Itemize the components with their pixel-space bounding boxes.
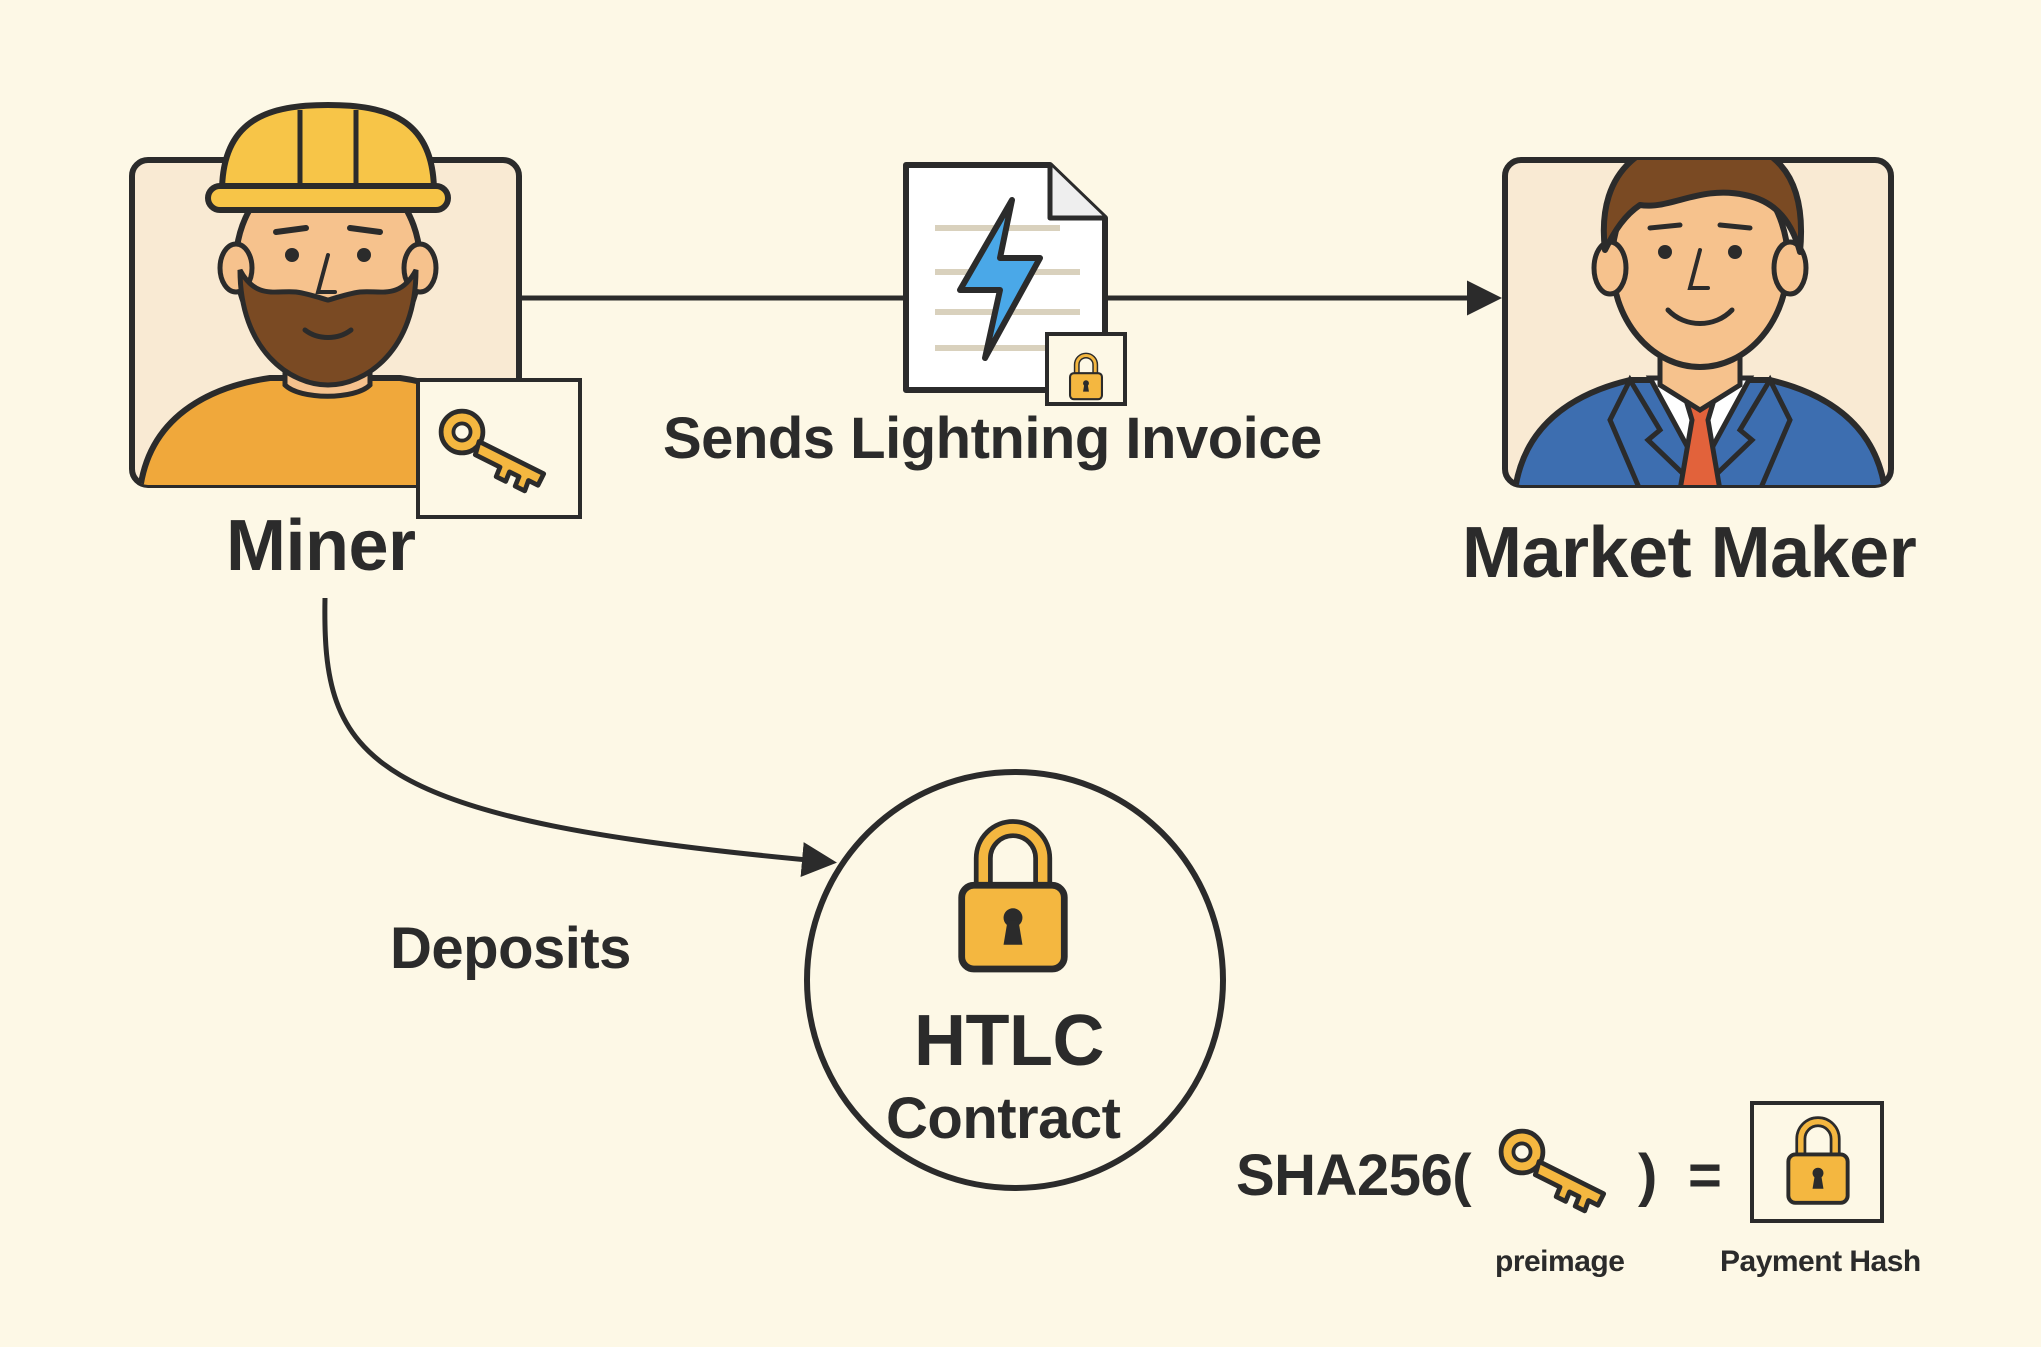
market-maker-label: Market Maker <box>1462 513 1917 593</box>
businessman-avatar-icon <box>1502 157 1894 488</box>
contract-subtitle: Contract <box>886 1086 1121 1151</box>
preimage-label: preimage <box>1495 1245 1625 1278</box>
htlc-contract-circle <box>804 769 1226 1191</box>
payment-hash-label: Payment Hash <box>1720 1245 1921 1278</box>
hash-function-label: SHA256( <box>1236 1143 1472 1208</box>
miner-avatar-icon <box>129 101 522 488</box>
formula-close-paren: ) <box>1638 1143 1657 1208</box>
formula-equals: = <box>1688 1143 1722 1208</box>
miner-label: Miner <box>226 506 416 586</box>
miner-key-badge <box>416 378 582 519</box>
lightning-invoice-document-icon <box>903 162 1127 406</box>
payment-hash-box <box>1750 1101 1884 1223</box>
deposit-flow-label: Deposits <box>390 916 631 981</box>
lightning-bolt-icon <box>957 197 1043 361</box>
contract-title: HTLC <box>914 1001 1104 1081</box>
preimage-key-icon <box>1501 1131 1604 1211</box>
deposit-arrow <box>322 597 837 877</box>
invoice-flow-label: Sends Lightning Invoice <box>663 406 1322 471</box>
